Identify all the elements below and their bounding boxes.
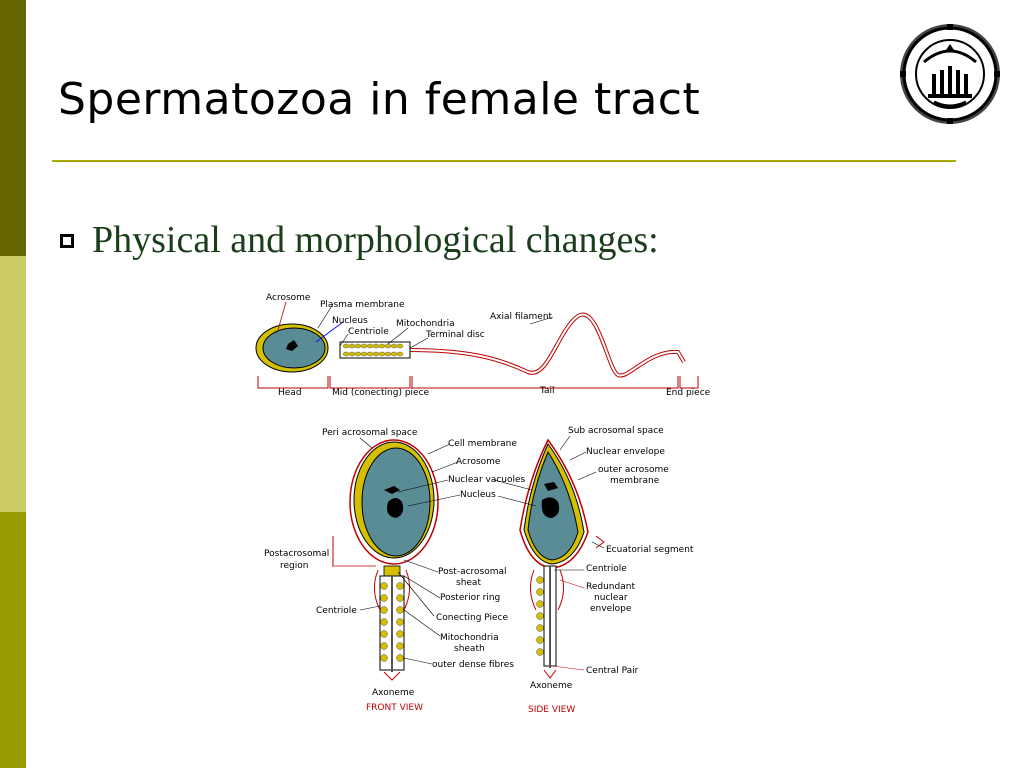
label-post-acrosomal-sheat-2: sheat — [456, 578, 481, 588]
label-side-view: SIDE VIEW — [528, 705, 575, 715]
label-end-piece: End piece — [666, 388, 711, 398]
label-posterior-ring: Posterior ring — [440, 593, 500, 603]
label-mito-sheath-1: Mitochondria — [440, 633, 499, 643]
label-outer-acrosome-1: outer acrosome — [598, 465, 669, 475]
title-rule — [52, 160, 956, 162]
label-post-acrosomal-sheat-1: Post-acrosomal — [438, 567, 507, 577]
label-outer-acrosome-2: membrane — [610, 476, 660, 486]
front-view-illustration — [332, 437, 461, 681]
label-axial-filament: Axial filament — [490, 312, 553, 322]
label-conecting-piece: Conecting Piece — [436, 613, 509, 623]
label-cell-membrane: Cell membrane — [448, 439, 517, 449]
label-nucleus-top: Nucleus — [332, 316, 368, 326]
label-plasma-membrane: Plasma membrane — [320, 300, 405, 310]
sperm-anatomy-diagram: Acrosome Plasma membrane Nucleus Centrio… — [248, 280, 714, 738]
label-postacrosomal-1: Postacrosomal — [264, 549, 329, 559]
label-acrosome-top: Acrosome — [266, 293, 311, 303]
sidebar-stripe — [0, 0, 26, 768]
label-outer-dense-fibres: outer dense fibres — [432, 660, 514, 670]
sidebar-segment-mid — [0, 512, 26, 768]
label-central-pair: Central Pair — [586, 666, 639, 676]
slide-title: Spermatozoa in female tract — [58, 74, 701, 125]
label-ecuatorial: Ecuatorial segment — [606, 545, 694, 555]
label-nucleus-front: Nucleus — [460, 490, 496, 500]
bullet-square-icon — [60, 234, 74, 248]
sidebar-segment-light — [0, 256, 26, 512]
label-mito-sheath-2: sheath — [454, 644, 485, 654]
label-redundant-3: envelope — [590, 604, 632, 614]
label-peri-acrosomal: Peri acrosomal space — [322, 428, 418, 438]
label-centriole-side: Centriole — [586, 564, 627, 574]
label-tail: Tail — [539, 386, 555, 396]
bullet-text: Physical and morphological changes: — [92, 219, 659, 261]
label-front-view: FRONT VIEW — [366, 703, 423, 713]
label-centriole-top: Centriole — [348, 327, 389, 337]
whole-sperm-illustration — [255, 301, 699, 389]
label-sub-acrosomal: Sub acrosomal space — [568, 426, 664, 436]
sidebar-segment-dark — [0, 0, 26, 256]
label-terminal-disc: Terminal disc — [425, 330, 485, 340]
label-mid-piece: Mid (conecting) piece — [332, 388, 430, 398]
label-centriole-front: Centriole — [316, 606, 357, 616]
label-axoneme-side: Axoneme — [530, 681, 573, 691]
label-acrosome-front: Acrosome — [456, 457, 501, 467]
label-mitochondria-top: Mitochondria — [396, 319, 455, 329]
label-redundant-2: nuclear — [594, 593, 628, 603]
label-postacrosomal-2: region — [280, 561, 308, 571]
label-redundant-1: Redundant — [586, 582, 635, 592]
university-seal-logo — [900, 24, 1000, 124]
side-view-illustration — [493, 435, 605, 679]
label-nuclear-envelope: Nuclear envelope — [586, 447, 665, 457]
label-head: Head — [278, 388, 302, 398]
label-axoneme-front: Axoneme — [372, 688, 415, 698]
label-nuclear-vacuoles: Nuclear vacuoles — [448, 475, 526, 485]
